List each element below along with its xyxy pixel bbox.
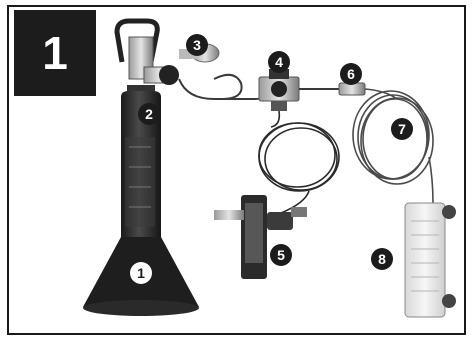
callout-7: 7 [391, 118, 413, 140]
callout-8: 8 [371, 248, 393, 270]
callout-4: 4 [268, 51, 290, 73]
callout-1: 1 [130, 262, 152, 284]
callout-5: 5 [270, 244, 292, 266]
callout-3-label: 3 [193, 37, 201, 53]
solenoid-valve [259, 69, 299, 111]
tubing-segment [179, 75, 271, 99]
callout-6: 6 [340, 63, 362, 85]
callout-3: 3 [186, 34, 208, 56]
callout-2: 2 [138, 103, 160, 125]
callout-6-label: 6 [347, 66, 355, 82]
callout-8-label: 8 [378, 251, 386, 267]
callout-4-label: 4 [275, 54, 283, 70]
photo-frame: 1 [7, 5, 466, 335]
coiled-tubing [353, 89, 433, 203]
timer-module [214, 195, 307, 279]
callout-2-label: 2 [145, 106, 153, 122]
co2-diffuser [405, 203, 456, 317]
callout-7-label: 7 [398, 121, 406, 137]
callout-5-label: 5 [277, 247, 285, 263]
power-cable-coil [259, 111, 339, 213]
callout-1-label: 1 [137, 265, 145, 281]
equipment-photo: 1 2 3 4 5 6 7 8 [9, 7, 464, 333]
